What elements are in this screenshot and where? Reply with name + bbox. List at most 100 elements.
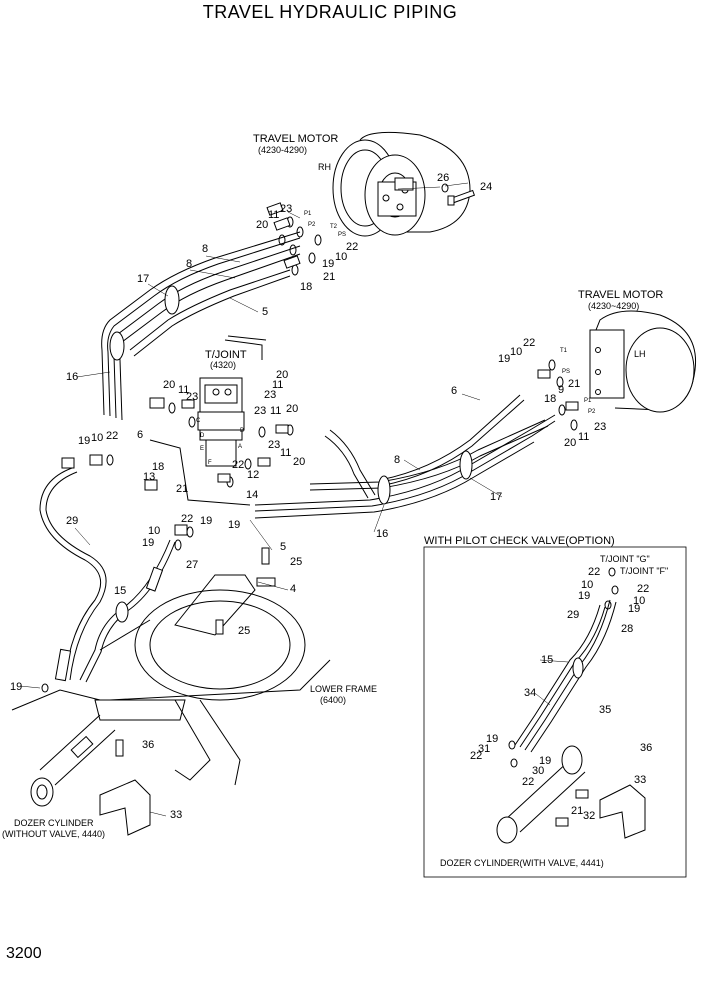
t-joint-title: T/JOINT — [205, 349, 247, 361]
callout: 19 — [78, 435, 90, 447]
callout: 21 — [176, 483, 188, 495]
callout: 30 — [532, 765, 544, 777]
page-title: TRAVEL HYDRAULIC PIPING — [202, 2, 458, 22]
bracket-4[interactable] — [174, 574, 276, 636]
callout: 28 — [621, 623, 633, 635]
travel-motor-rh-ref: (4230-4290) — [258, 145, 307, 155]
callout: 11 — [178, 384, 189, 396]
callout: 32 — [583, 810, 595, 822]
callout: 10 — [148, 525, 160, 537]
callout: 20 — [293, 456, 305, 468]
callout: 13 — [143, 471, 155, 483]
callout: 22 — [637, 583, 649, 595]
callout: 20 — [256, 219, 268, 231]
callout: 6 — [137, 429, 143, 441]
callout: 10 — [335, 251, 347, 263]
travel-motor-lh[interactable] — [589, 310, 697, 413]
callout: 17 — [490, 491, 502, 503]
bracket-33[interactable] — [99, 779, 151, 836]
travel-motor-rh[interactable] — [332, 131, 471, 237]
callout: 33 — [170, 809, 182, 821]
callout: 23 — [280, 203, 292, 215]
port-ps-lh: PS — [562, 369, 570, 375]
callout: 10 — [581, 579, 593, 591]
clamp-15[interactable] — [115, 601, 129, 623]
callout: 34 — [524, 687, 536, 699]
callout: 19 — [322, 258, 334, 270]
bolt-24[interactable] — [447, 189, 476, 206]
dozer-cylinder-right[interactable] — [496, 745, 586, 844]
callout: 20 — [564, 437, 576, 449]
leader-lines — [19, 182, 569, 817]
callout: 16 — [66, 371, 78, 383]
clamp-16-lower[interactable] — [377, 475, 391, 505]
callout: 29 — [66, 515, 78, 527]
lh-label: LH — [634, 349, 646, 359]
callout: 20 — [163, 379, 175, 391]
callout: 11 — [272, 379, 283, 391]
callout: 11 — [270, 405, 281, 417]
callout: 4 — [290, 583, 296, 595]
dozer-right-title: DOZER CYLINDER(WITH VALVE, 4441) — [440, 858, 604, 868]
callout: 25 — [238, 625, 250, 637]
callout: 14 — [246, 489, 258, 501]
callout: 10 — [510, 346, 522, 358]
port-p2: P2 — [308, 222, 316, 228]
callouts: 26 24 23 11 20 8 8 22 10 19 21 18 17 5 1… — [10, 172, 652, 822]
bracket-33-option[interactable] — [599, 784, 646, 839]
port-a: A — [238, 444, 242, 450]
lower-frame-ref: (6400) — [320, 695, 346, 705]
callout: 10 — [633, 595, 645, 607]
callout: 9 — [558, 384, 564, 396]
callout: 10 — [91, 432, 103, 444]
clamp-17[interactable] — [164, 285, 180, 315]
clamp-16[interactable] — [109, 331, 125, 361]
callout: 16 — [376, 528, 388, 540]
dozer-cylinder-left[interactable] — [30, 714, 116, 807]
callout: 25 — [290, 556, 302, 568]
callout: 19 — [486, 733, 498, 745]
callout: 33 — [634, 774, 646, 786]
callout: 22 — [523, 337, 535, 349]
callout: 22 — [181, 513, 193, 525]
page-number: 3200 — [6, 945, 42, 962]
port-e: E — [200, 446, 204, 452]
callout: 36 — [640, 742, 652, 754]
callout: 5 — [280, 541, 286, 553]
bolt-36[interactable] — [115, 739, 124, 757]
callout: 29 — [567, 609, 579, 621]
hose-29[interactable] — [39, 467, 107, 682]
callout: 18 — [300, 281, 312, 293]
callout: 19 — [10, 681, 22, 693]
callout: 19 — [628, 603, 640, 615]
tjoint-f-label: T/JOINT "F" — [620, 566, 668, 576]
port-t2: T2 — [330, 224, 338, 230]
travel-motor-rh-title: TRAVEL MOTOR — [253, 133, 338, 145]
callout: 21 — [571, 805, 583, 817]
callout: 15 — [114, 585, 126, 597]
callout: 20 — [286, 403, 298, 415]
callout: 19 — [142, 537, 154, 549]
lower-frame — [11, 619, 331, 786]
callout: 21 — [323, 271, 335, 283]
callout: 6 — [451, 385, 457, 397]
callout: 23 — [594, 421, 606, 433]
callout: 22 — [522, 776, 534, 788]
option-heading: WITH PILOT CHECK VALVE(OPTION) — [424, 535, 615, 547]
callout: 11 — [578, 431, 589, 443]
callout: 11 — [268, 209, 279, 221]
port-p1: P1 — [304, 211, 312, 217]
bolt-25[interactable] — [215, 547, 270, 635]
callout: 8 — [186, 258, 192, 270]
callout: 18 — [152, 461, 164, 473]
clamp-17-lower[interactable] — [459, 450, 473, 480]
travel-motor-lh-title: TRAVEL MOTOR — [578, 289, 663, 301]
callout: 24 — [480, 181, 492, 193]
callout: 12 — [247, 469, 259, 481]
callout: 17 — [137, 273, 149, 285]
port-b: B — [240, 428, 244, 434]
t-joint[interactable] — [197, 377, 245, 467]
port-p1-lh: P1 — [584, 398, 592, 404]
option-hoses[interactable] — [514, 599, 617, 753]
callout: 19 — [539, 755, 551, 767]
